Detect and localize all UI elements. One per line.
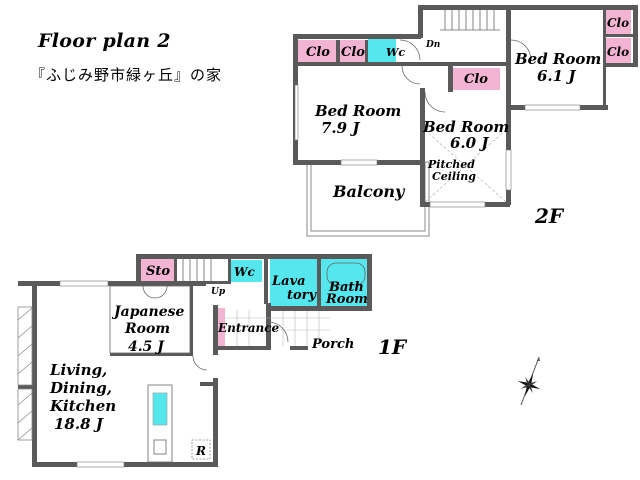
closet-2f-1-label: Clo <box>306 45 330 60</box>
closet-2f-r2 <box>606 38 631 63</box>
stairs-up-label: Up <box>211 287 226 297</box>
wc-1f <box>231 260 262 282</box>
storage-1f <box>141 259 174 281</box>
page-subtitle: 『ふじみ野市緑ヶ丘』の家 <box>30 66 223 84</box>
lavatory-1f <box>270 259 317 306</box>
closet-2f-1 <box>298 40 336 62</box>
stairs-down-label: Dn <box>425 40 440 50</box>
floor-2-label: 2F <box>534 204 565 228</box>
page-title: Floor plan 2 <box>38 30 171 52</box>
bathroom-label-1: Bath <box>328 280 364 295</box>
bedroom-79-size: 7.9 J <box>321 119 360 137</box>
ldk-label-1: Living, <box>49 361 107 379</box>
floor-1-label: 1F <box>378 335 408 359</box>
closet-2f-3-label: Clo <box>464 72 488 87</box>
ldk-label-2: Dining, <box>49 379 112 397</box>
ceiling-label: Ceiling <box>432 170 476 183</box>
bedroom-61-size: 6.1 J <box>537 67 576 85</box>
entrance-floor <box>216 308 225 350</box>
bedroom-79-name: Bed Room <box>314 102 401 120</box>
closet-2f-2 <box>340 40 365 62</box>
entrance-label: Entrance <box>217 321 280 335</box>
closet-2f-r1 <box>606 9 631 34</box>
floor-2-plan: Clo Clo Wc Dn Bed Room 7.9 J Clo Bed Roo… <box>293 5 638 237</box>
japanese-room-label-1: Japanese <box>111 304 185 320</box>
bedroom-61-name: Bed Room <box>514 50 601 68</box>
japanese-room-label-2: Room <box>124 321 170 337</box>
compass-rose-icon <box>517 356 541 406</box>
bedroom-60-size: 6.0 J <box>450 134 489 152</box>
closet-2f-2-label: Clo <box>341 45 365 60</box>
wc-2f-label: Wc <box>386 46 405 59</box>
closet-2f-r2-label: Clo <box>607 45 629 59</box>
closet-2f-3 <box>453 68 500 90</box>
porch-label: Porch <box>311 337 354 352</box>
balcony-label: Balcony <box>332 182 406 201</box>
ldk-size: 18.8 J <box>54 415 104 433</box>
pitched-label: Pitched <box>427 158 475 171</box>
floor-1-plan: Sto Up Wc Lava tory Bath Room Japanese R… <box>17 254 408 468</box>
bathroom-label-2: Room <box>325 292 368 307</box>
ldk-label-3: Kitchen <box>49 397 116 415</box>
wc-1f-label: Wc <box>234 265 255 279</box>
lavatory-label-1: Lava <box>271 274 306 289</box>
closet-2f-r1-label: Clo <box>607 16 629 30</box>
bedroom-60-name: Bed Room <box>422 118 509 136</box>
lavatory-label-2: tory <box>287 288 318 303</box>
japanese-room-size: 4.5 J <box>128 339 165 355</box>
fridge-label: R <box>195 444 206 458</box>
storage-label: Sto <box>146 264 170 279</box>
wc-2f <box>368 39 396 63</box>
